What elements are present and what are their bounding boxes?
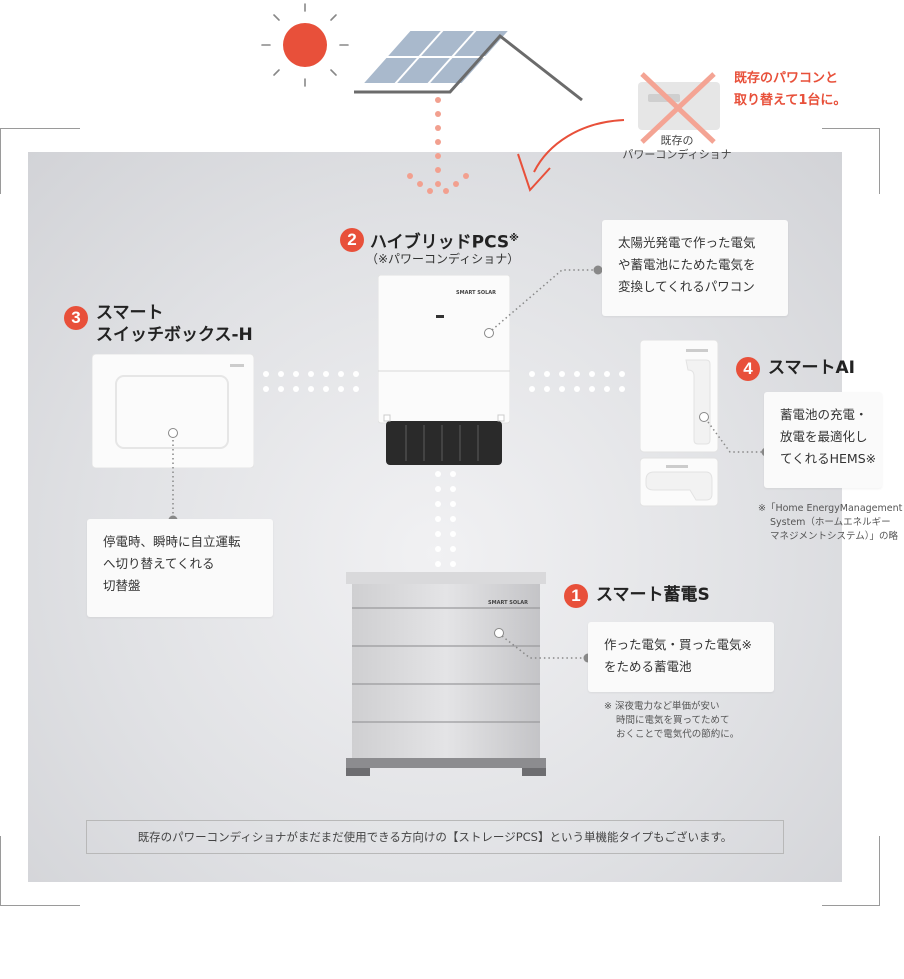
- frame-corner-br-v: [879, 836, 880, 906]
- pcs-number-badge: 2: [340, 228, 364, 252]
- battery-device: [346, 572, 546, 776]
- frame-corner-bl-v: [0, 836, 1, 906]
- frame-corner-tr-h: [822, 128, 880, 129]
- solar-panel-roof-icon: [354, 29, 583, 102]
- ai-note-line1: ※「Home EnergyManagement: [758, 503, 903, 514]
- switchbox-hotspot[interactable]: [168, 428, 178, 438]
- switchbox-desc-line1: 停電時、瞬時に自立運転: [103, 534, 241, 549]
- ai-note: ※「Home EnergyManagement System（ホームエネルギー …: [758, 502, 902, 544]
- pcs-description-box: 太陽光発電で作った電気 や蓄電池にためた電気を 変換してくれるパワコン: [602, 220, 788, 316]
- battery-note-line3: おくことで電気代の節約に。: [616, 729, 740, 740]
- battery-hotspot[interactable]: [494, 628, 504, 638]
- pcs-brand-logo: SMART SOLAR: [456, 290, 496, 296]
- switchbox-desc-line3: 切替盤: [103, 578, 141, 593]
- battery-title: スマート蓄電S: [596, 585, 710, 605]
- ai-description-box: 蓄電池の充電・ 放電を最適化し てくれるHEMS※: [764, 392, 882, 488]
- battery-brand-logo: SMART SOLAR: [488, 600, 528, 606]
- connection-dots-bottom: [435, 471, 456, 567]
- switchbox-title-line1: スマート: [96, 303, 164, 323]
- pcs-subtitle: （※パワーコンディショナ）: [366, 252, 520, 266]
- frame-corner-tl-h: [0, 128, 80, 129]
- frame-corner-br-h: [822, 905, 880, 906]
- sun-icon: [261, 3, 349, 87]
- switch-box-device: [92, 354, 254, 468]
- existing-callout-line1: 既存のパワコンと: [734, 71, 839, 86]
- storage-pcs-note: 既存のパワーコンディショナがまだまだ使用できる方向けの【ストレージPCS】という…: [86, 820, 784, 854]
- existing-callout-line2: 取り替えて1台に。: [734, 93, 847, 108]
- ai-leader-line: [707, 421, 771, 457]
- ai-number-badge: 4: [736, 357, 760, 381]
- smart-ai-device: [640, 340, 719, 507]
- battery-note-line2: 時間に電気を買ってためて: [616, 715, 730, 726]
- pcs-desc-line3: 変換してくれるパワコン: [618, 279, 755, 294]
- solar-flow-dots: [407, 97, 469, 194]
- replace-arrow-icon: [517, 119, 625, 192]
- existing-pcs-label: 既存の パワーコンディショナ: [612, 134, 742, 162]
- battery-note: ※ 深夜電力など単価が安い 時間に電気を買ってためて おくことで電気代の節約に。: [604, 700, 739, 742]
- pcs-desc-line1: 太陽光発電で作った電気: [618, 235, 756, 250]
- ai-desc-line2: 放電を最適化し: [780, 429, 868, 444]
- frame-corner-bl-h: [0, 905, 80, 906]
- connection-dots-left: [263, 371, 359, 392]
- connection-dots-right: [529, 371, 625, 392]
- battery-description-box: 作った電気・買った電気※ をためる蓄電池: [588, 622, 774, 692]
- ai-title: スマートAI: [768, 358, 855, 378]
- pcs-title: ハイブリッドPCS※: [370, 228, 519, 254]
- ai-note-line3: マネジメントシステム）」の略: [770, 531, 898, 542]
- switchbox-title-line2: スイッチボックス-H: [96, 325, 253, 345]
- pcs-leader-line: [491, 265, 603, 331]
- battery-number-badge: 1: [564, 584, 588, 608]
- existing-callout: 既存のパワコンと 取り替えて1台に。: [734, 68, 846, 112]
- switchbox-description-box: 停電時、瞬時に自立運転 へ切り替えてくれる 切替盤: [87, 519, 273, 617]
- pcs-title-mark: ※: [509, 233, 519, 244]
- frame-corner-tr-v: [879, 128, 880, 194]
- ai-note-line2: System（ホームエネルギー: [770, 517, 891, 528]
- battery-desc-line2: をためる蓄電池: [604, 659, 692, 674]
- switchbox-number-badge: 3: [64, 306, 88, 330]
- pcs-hotspot[interactable]: [484, 328, 494, 338]
- hybrid-pcs-device: [378, 275, 510, 465]
- battery-leader-line: [501, 635, 593, 663]
- switchbox-leader-line: [168, 440, 178, 525]
- ai-hotspot[interactable]: [699, 412, 709, 422]
- existing-pcs-icon: [638, 72, 720, 144]
- ai-desc-line1: 蓄電池の充電・: [780, 407, 868, 422]
- switchbox-title: スマート スイッチボックス-H: [96, 302, 253, 346]
- switchbox-desc-line2: へ切り替えてくれる: [103, 556, 215, 571]
- pcs-desc-line2: や蓄電池にためた電気を: [618, 257, 756, 272]
- existing-pcs-label-line2: パワーコンディショナ: [622, 148, 732, 161]
- pcs-title-text: ハイブリッドPCS: [370, 232, 510, 253]
- ai-desc-line3: てくれるHEMS※: [780, 451, 877, 466]
- frame-corner-tl-v: [0, 128, 1, 194]
- battery-note-line1: ※ 深夜電力など単価が安い: [604, 701, 720, 712]
- battery-desc-line1: 作った電気・買った電気※: [604, 637, 752, 652]
- existing-pcs-label-line1: 既存の: [660, 134, 694, 147]
